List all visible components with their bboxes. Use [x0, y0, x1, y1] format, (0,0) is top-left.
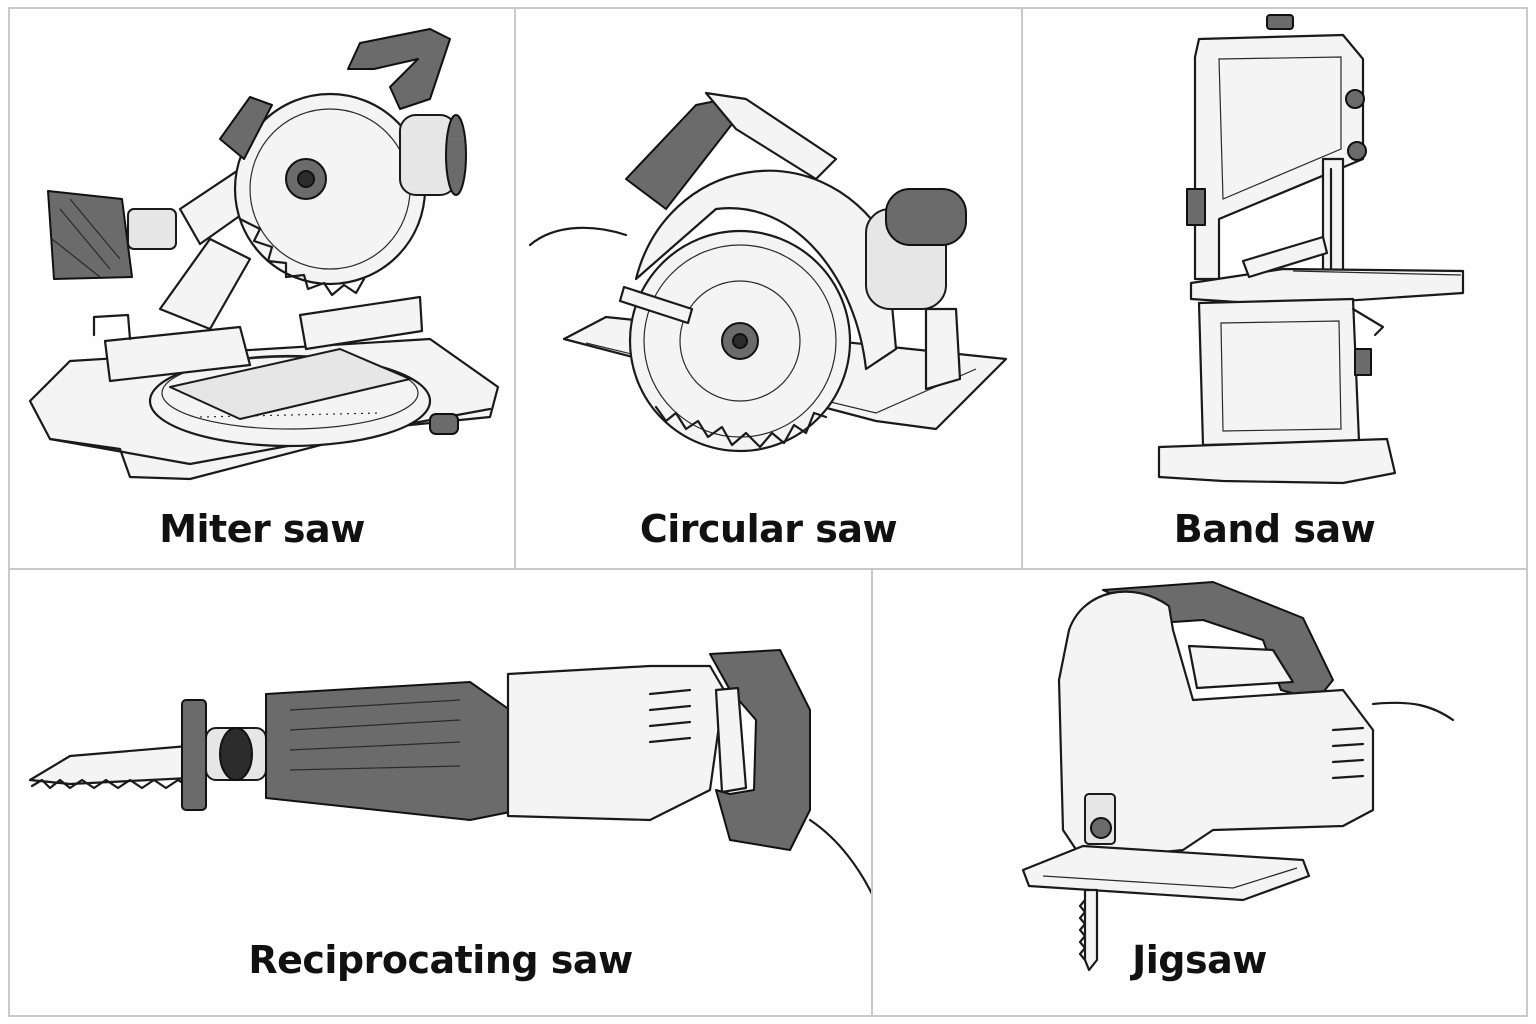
band-saw-icon — [1157, 14, 1465, 485]
label-jigsaw: Jigsaw — [1132, 938, 1267, 982]
miter-saw-icon — [28, 28, 500, 481]
panel-jigsaw: Jigsaw — [871, 568, 1528, 1017]
panel-miter-saw: Miter saw — [8, 7, 516, 570]
jigsaw-icon — [1021, 581, 1455, 972]
label-band-saw: Band saw — [1173, 507, 1376, 551]
label-miter-saw: Miter saw — [159, 507, 365, 551]
circular-saw-icon — [528, 91, 1008, 453]
panel-circular-saw: Circular saw — [514, 7, 1023, 570]
panel-reciprocating-saw: Reciprocating saw — [8, 568, 873, 1017]
reciprocating-saw-icon — [28, 649, 871, 895]
label-circular-saw: Circular saw — [639, 507, 898, 551]
label-reciprocating-saw: Reciprocating saw — [248, 938, 633, 982]
panel-band-saw: Band saw — [1021, 7, 1528, 570]
